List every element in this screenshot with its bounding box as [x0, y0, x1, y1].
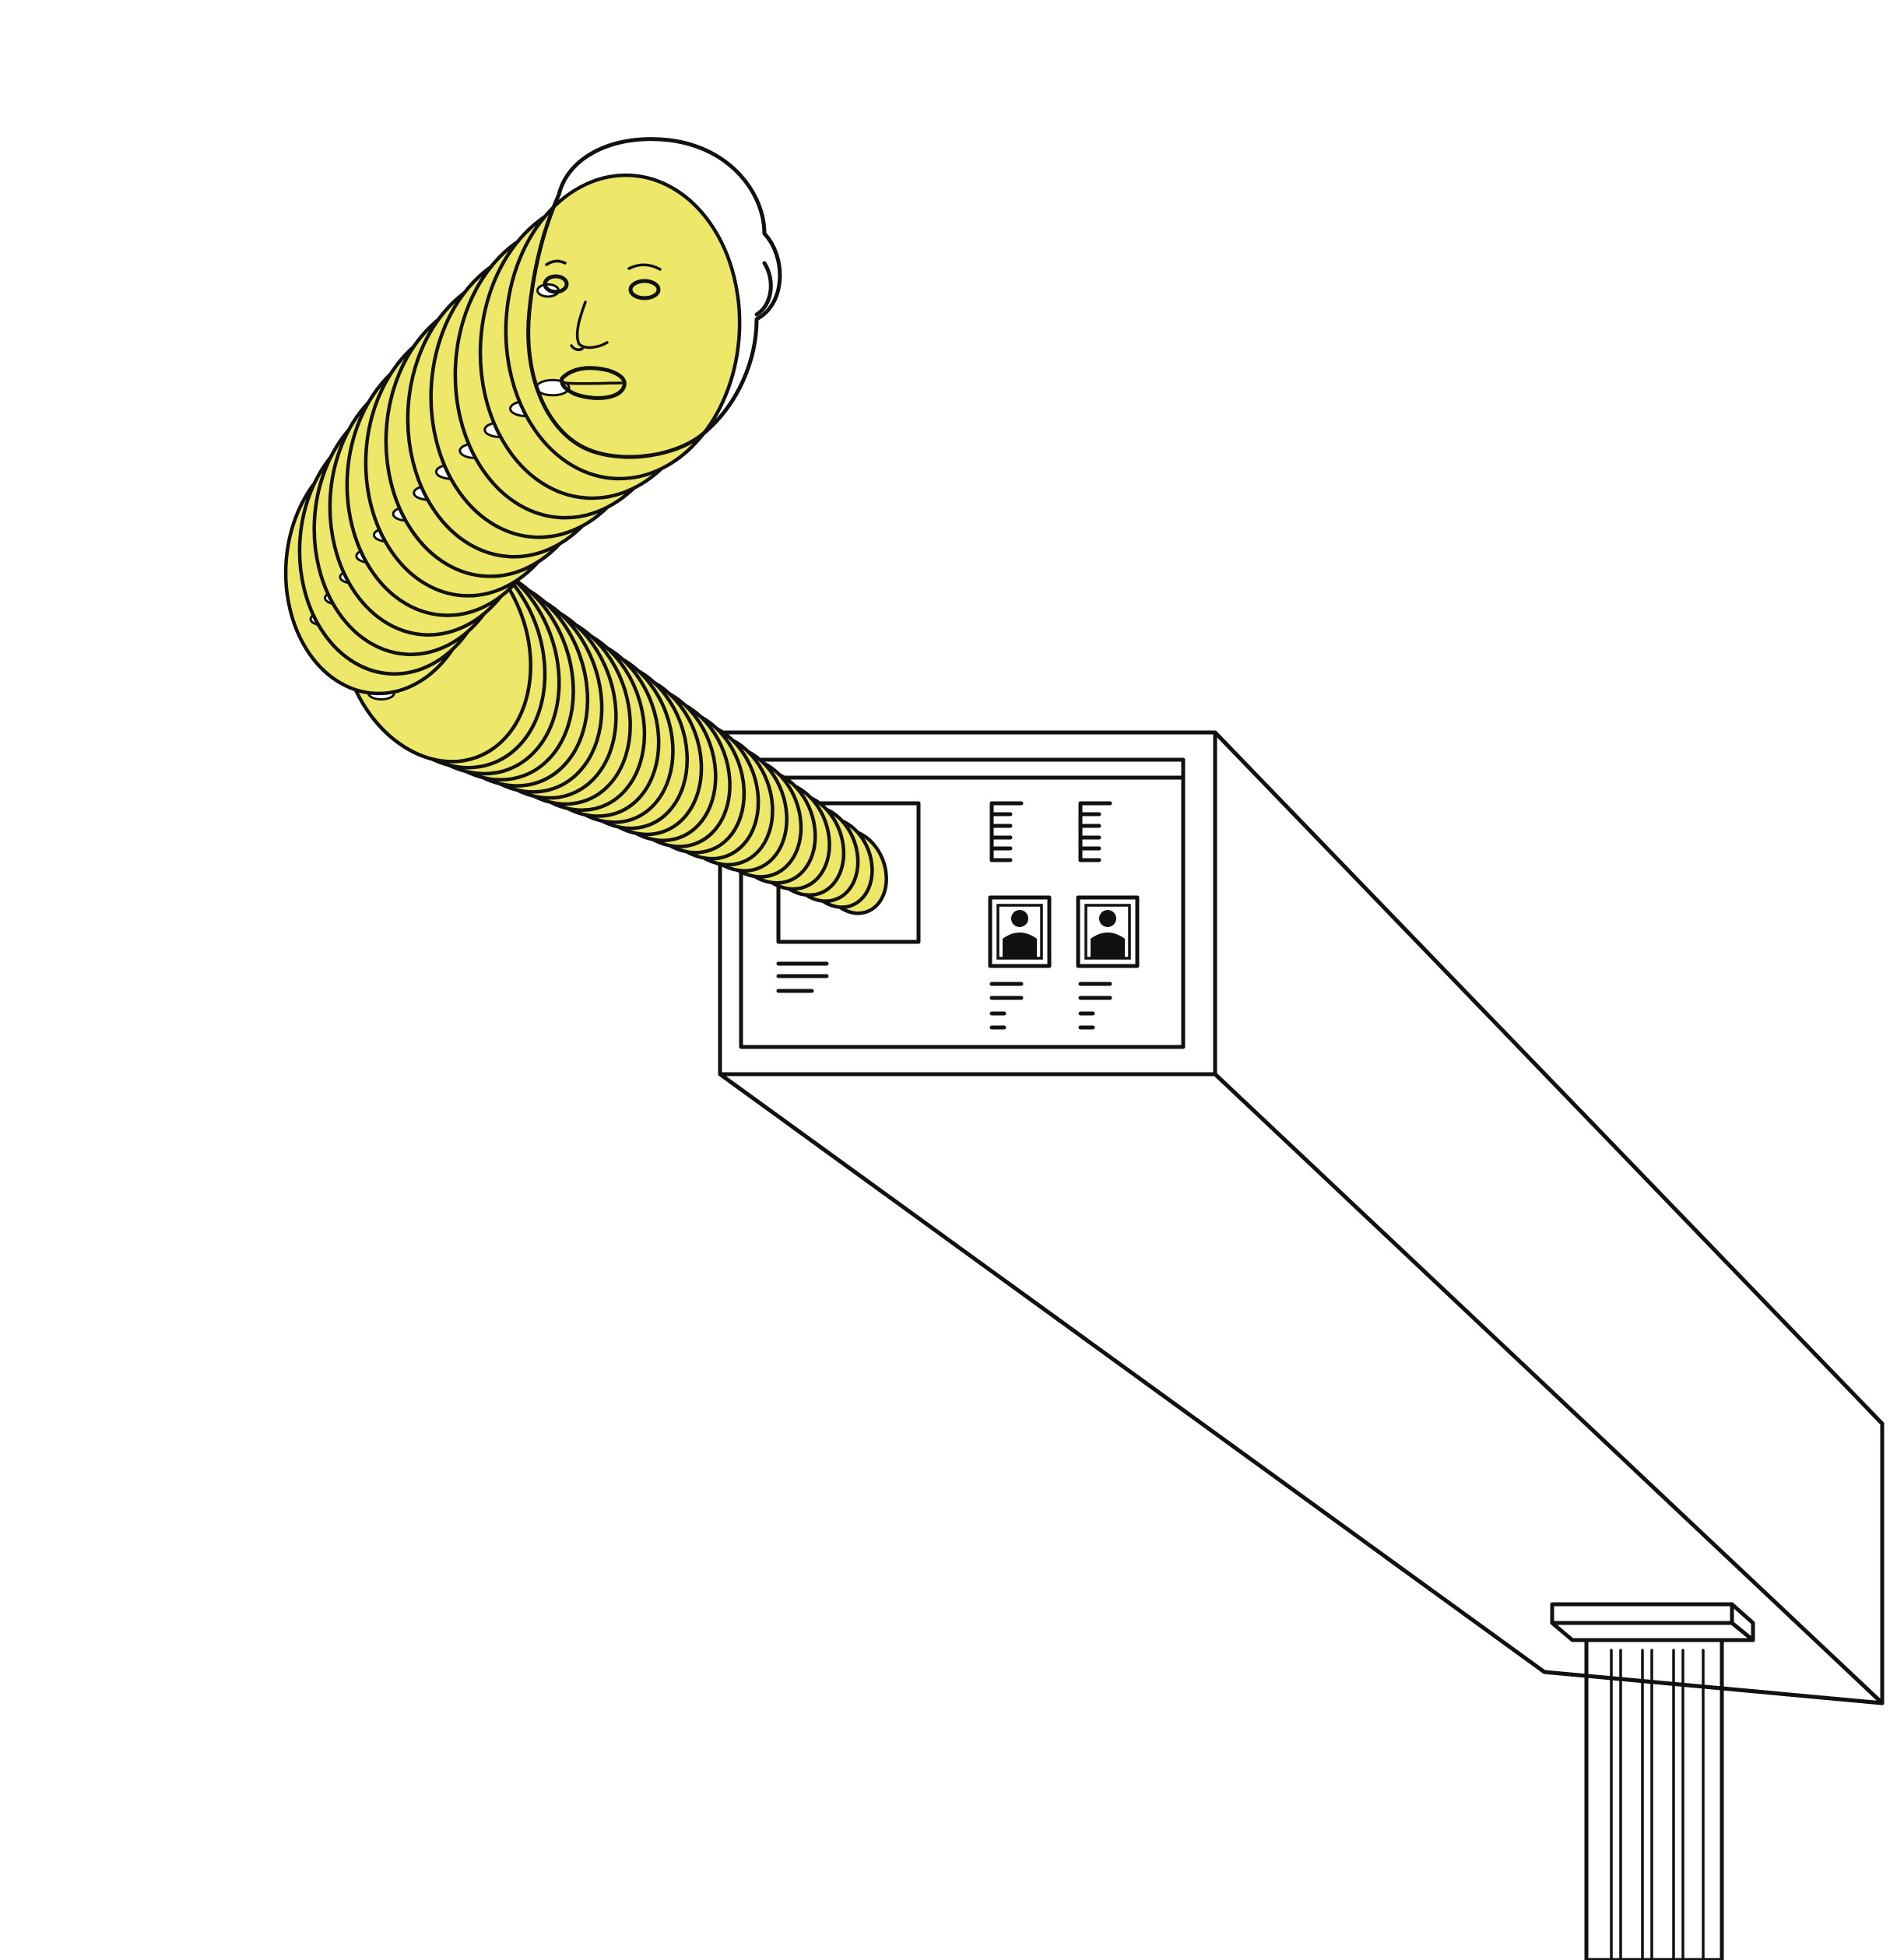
stream-face: [504, 173, 742, 481]
screen-outer: [718, 730, 1217, 1077]
left-eye: [543, 274, 569, 294]
column-shaft: [1584, 1638, 1724, 1960]
profile-right-stats: [1078, 801, 1112, 862]
screen-panel: [718, 730, 1217, 1077]
column-flutes: [1610, 1649, 1705, 1960]
profile-left-stats: [989, 801, 1024, 862]
profile-left-lines: [989, 982, 1024, 1030]
lead-face-outline: [526, 137, 782, 459]
beam-side-face: [1213, 730, 1885, 1705]
right-eye: [628, 279, 661, 300]
beam-edge-line: [718, 1072, 1547, 1674]
profile-right-lines: [1078, 982, 1112, 1030]
profile-photo-icon: [988, 895, 1052, 968]
beam: [718, 730, 1885, 1705]
beam-bottom-face: [718, 1072, 1885, 1705]
face-stream: [283, 173, 888, 915]
mouth: [560, 366, 627, 400]
screen-inner-frame: [739, 757, 1186, 1049]
profile-photo-icon: [1076, 895, 1140, 968]
column-icon: [1542, 1602, 1885, 1960]
face-icon: [526, 137, 782, 459]
screen-left-text-lines: [776, 961, 829, 993]
